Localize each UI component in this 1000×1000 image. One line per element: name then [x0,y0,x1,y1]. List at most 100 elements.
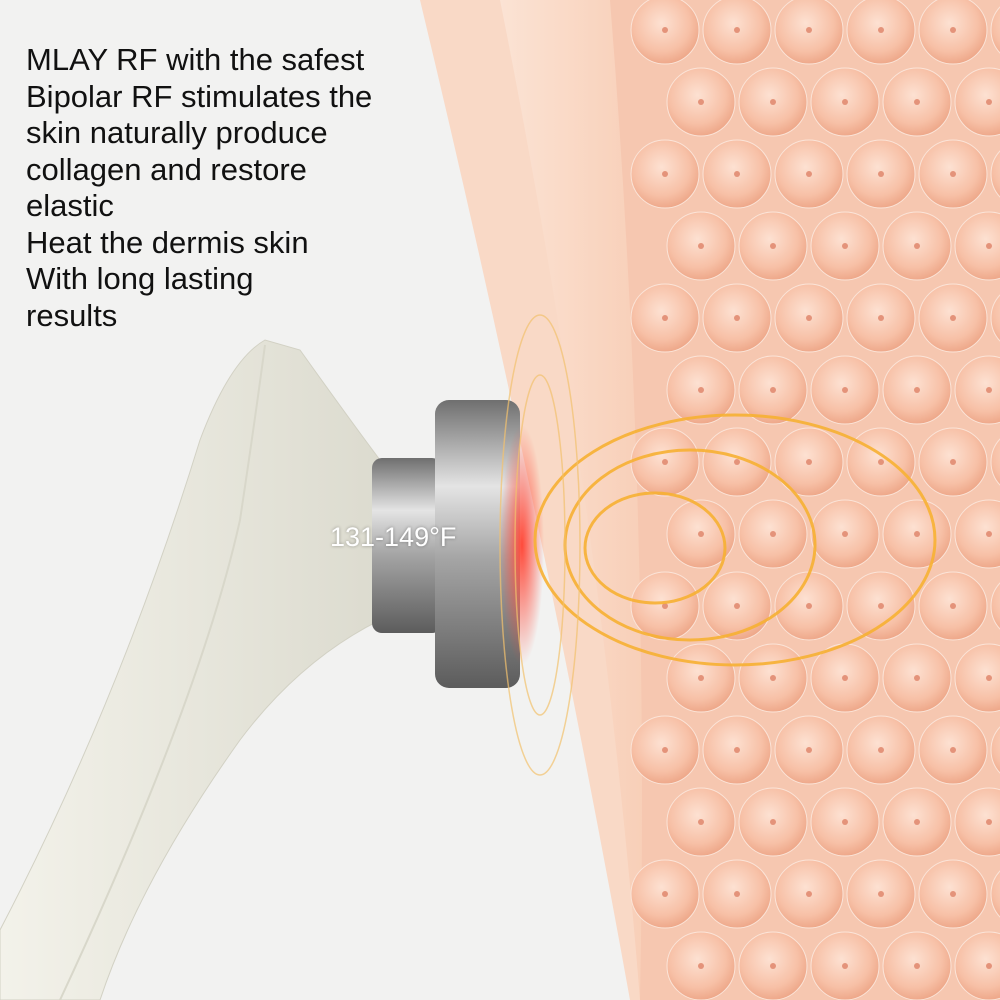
headline-line: With long lasting [26,261,254,296]
cell-nucleus [986,387,992,393]
cell-nucleus [914,963,920,969]
headline-line: MLAY RF with the safest [26,42,365,77]
cell-nucleus [734,603,740,609]
cell-nucleus [986,99,992,105]
cell-nucleus [842,243,848,249]
cell-nucleus [806,891,812,897]
red-light-glow [500,425,544,665]
skin-cell [990,150,1000,198]
cell-nucleus [698,99,704,105]
cell-nucleus [806,27,812,33]
cell-nucleus [878,315,884,321]
cell-nucleus [986,963,992,969]
cell-nucleus [770,99,776,105]
device-neck [372,458,442,633]
cell-nucleus [878,459,884,465]
device-handle [0,339,381,1000]
cell-nucleus [950,459,956,465]
cell-nucleus [662,747,668,753]
cell-nucleus [770,387,776,393]
cell-nucleus [806,171,812,177]
skin-cell [954,211,1000,281]
cell-nucleus [734,27,740,33]
cell-nucleus [842,99,848,105]
cell-nucleus [806,747,812,753]
skin-cell [990,726,1000,774]
cell-nucleus [914,675,920,681]
cell-nucleus [914,819,920,825]
cell-nucleus [986,243,992,249]
skin-cell [954,643,1000,713]
cell-nucleus [806,315,812,321]
skin-cell [954,787,1000,857]
headline-line: Heat the dermis skin [26,224,309,260]
cell-nucleus [662,891,668,897]
cell-nucleus [662,459,668,465]
device-handle-edge [59,344,266,1000]
cell-nucleus [698,243,704,249]
cell-nucleus [698,819,704,825]
cell-nucleus [734,315,740,321]
cell-nucleus [914,387,920,393]
skin-cells [630,0,1000,1000]
cell-nucleus [662,27,668,33]
headline-line: skin naturally produce [26,115,328,150]
cell-nucleus [986,819,992,825]
headline-text: MLAY RF with the safest Bipolar RF stimu… [26,42,372,334]
cell-nucleus [914,243,920,249]
headline-line: results [26,297,118,333]
cell-nucleus [734,459,740,465]
cell-nucleus [734,891,740,897]
cell-nucleus [878,171,884,177]
cell-nucleus [842,963,848,969]
cell-nucleus [842,819,848,825]
cell-nucleus [806,603,812,609]
cell-nucleus [698,531,704,537]
skin-cell [990,870,1000,918]
cell-nucleus [950,747,956,753]
cell-nucleus [770,243,776,249]
skin-cell [990,294,1000,342]
cell-nucleus [698,963,704,969]
cell-nucleus [662,315,668,321]
cell-nucleus [842,387,848,393]
cell-nucleus [914,531,920,537]
skin-cell [990,6,1000,54]
headline-line: collagen and restore [26,151,307,187]
cell-nucleus [770,819,776,825]
cell-nucleus [698,675,704,681]
cell-nucleus [842,675,848,681]
skin-cell [954,355,1000,425]
cell-nucleus [662,603,668,609]
cell-nucleus [662,171,668,177]
skin-cell [990,438,1000,486]
cell-nucleus [950,315,956,321]
temperature-label: 131-149°F [330,522,457,552]
cell-nucleus [770,675,776,681]
cell-nucleus [914,99,920,105]
cell-nucleus [986,675,992,681]
skin-cell [990,582,1000,630]
cell-nucleus [878,27,884,33]
cell-nucleus [698,387,704,393]
cell-nucleus [986,531,992,537]
cell-nucleus [842,531,848,537]
cell-nucleus [950,891,956,897]
device-head [435,400,520,688]
cell-nucleus [878,603,884,609]
cell-nucleus [878,891,884,897]
skin-cell [954,499,1000,569]
cell-nucleus [950,27,956,33]
cell-nucleus [734,171,740,177]
cell-nucleus [734,747,740,753]
cell-nucleus [770,531,776,537]
cell-nucleus [950,171,956,177]
cell-nucleus [770,963,776,969]
headline-line: elastic [26,188,114,223]
skin-cell [954,931,1000,1000]
skin-cell [954,67,1000,137]
cell-nucleus [806,459,812,465]
heat-rings [499,314,581,776]
cell-nucleus [878,747,884,753]
